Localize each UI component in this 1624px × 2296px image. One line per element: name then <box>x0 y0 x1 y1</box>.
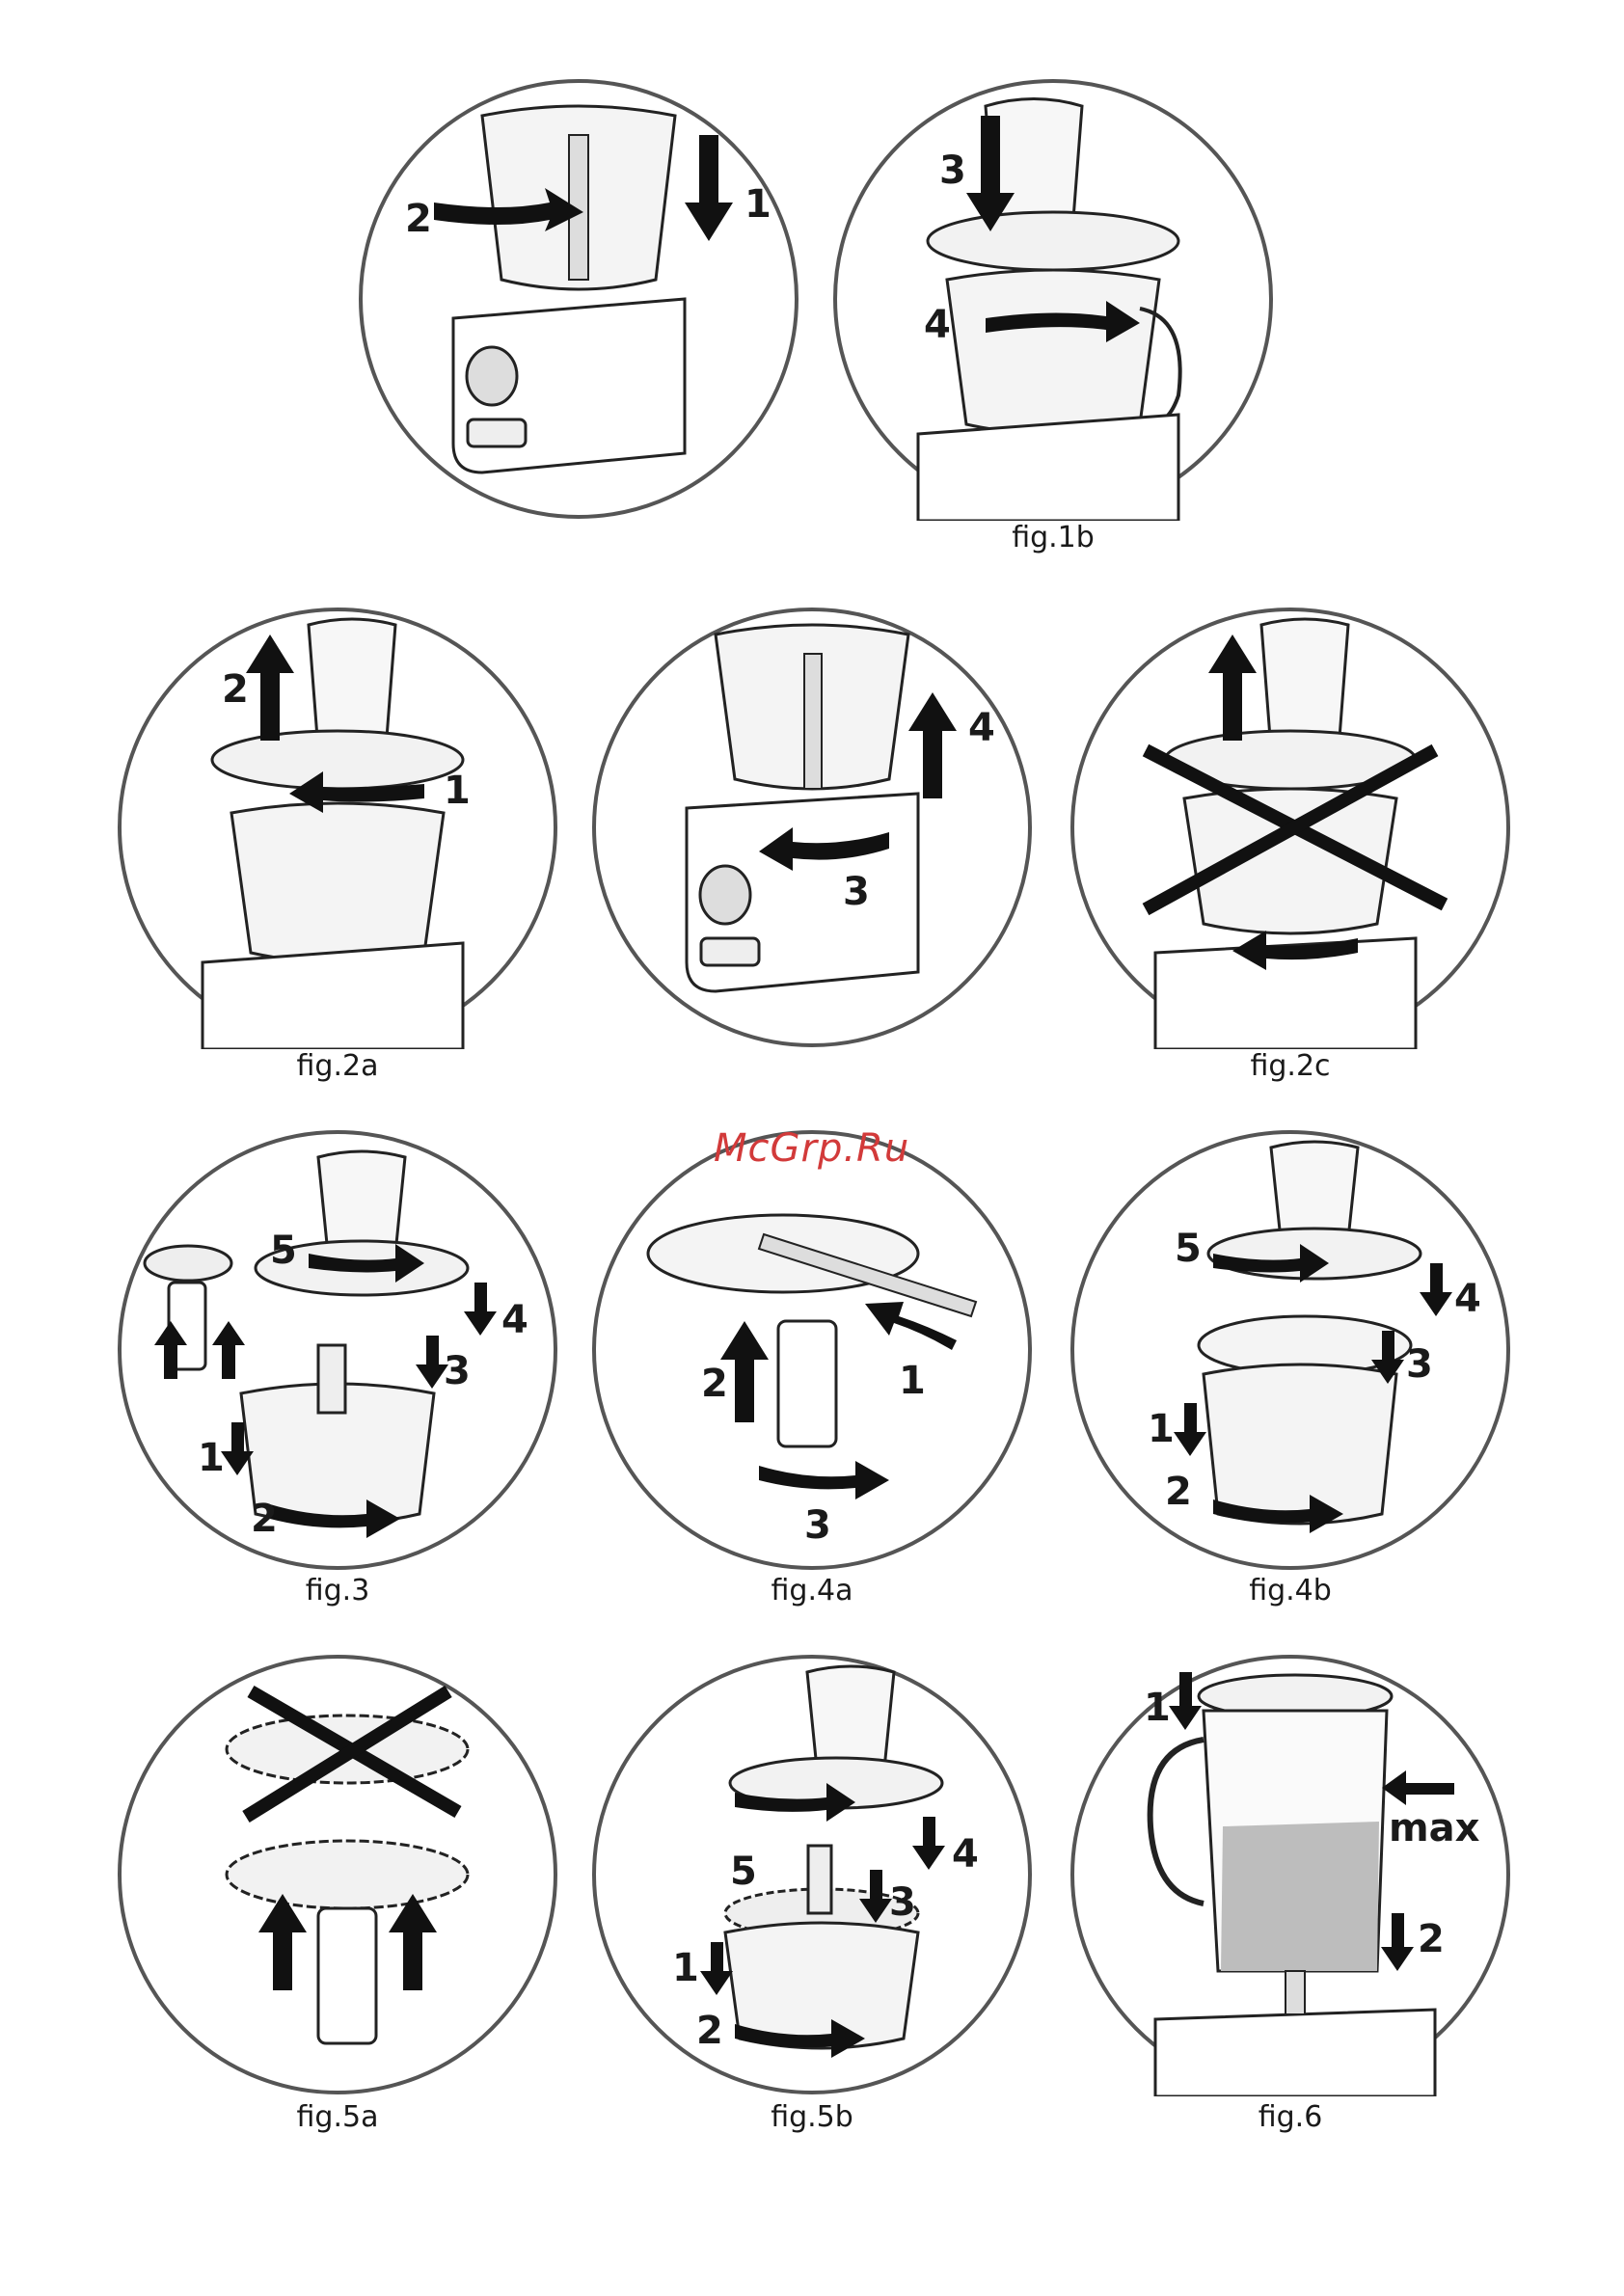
step-number: 1 <box>899 1359 926 1403</box>
step-number: 2 <box>222 667 249 712</box>
figure-1b-illustration: 3 4 <box>831 77 1275 521</box>
figure-2c <box>1069 606 1512 1049</box>
step-number: 3 <box>843 870 870 914</box>
figure-5a <box>116 1653 559 2096</box>
step-number: 1 <box>672 1946 699 1990</box>
step-number: 1 <box>744 182 771 227</box>
step-number: 2 <box>701 1362 728 1406</box>
figure-caption: fig.2a <box>193 1049 482 1083</box>
step-number: 4 <box>1454 1277 1481 1321</box>
step-number: 4 <box>924 303 951 347</box>
step-number: 4 <box>501 1298 528 1342</box>
figure-caption: fig.1b <box>908 521 1198 554</box>
step-number: 2 <box>251 1497 278 1541</box>
figure-caption: fig.4b <box>1146 1574 1435 1607</box>
step-number: 3 <box>1406 1342 1433 1387</box>
figure-4b: 5 4 3 1 2 <box>1069 1128 1512 1572</box>
step-number: 2 <box>696 2009 723 2053</box>
figure-2a-illustration: 2 1 <box>116 606 559 1049</box>
step-number: 3 <box>804 1503 831 1548</box>
figure-caption: fig.3 <box>193 1574 482 1607</box>
step-number: 5 <box>730 1850 757 1894</box>
figure-6: 1 2 max <box>1069 1653 1512 2096</box>
step-number: 3 <box>889 1880 916 1925</box>
max-label: max <box>1389 1806 1480 1850</box>
figure-1a: 1 2 <box>357 77 800 521</box>
figure-6-illustration: 1 2 max <box>1069 1653 1512 2096</box>
step-number: 5 <box>1175 1227 1202 1271</box>
step-number: 2 <box>1165 1470 1192 1514</box>
step-number: 4 <box>952 1832 979 1877</box>
step-number: 4 <box>968 706 995 750</box>
figure-caption: fig.4a <box>667 1574 957 1607</box>
step-number: 3 <box>939 149 966 193</box>
figure-2a: 2 1 <box>116 606 559 1049</box>
figure-2b: 4 3 <box>590 606 1034 1049</box>
figure-5a-illustration <box>116 1653 559 2096</box>
figure-3-illustration: 5 4 3 1 2 <box>116 1128 559 1572</box>
figure-2b-illustration: 4 3 <box>590 606 1034 1049</box>
figure-1a-illustration: 1 2 <box>357 77 800 521</box>
figure-1b: 3 4 <box>831 77 1275 521</box>
step-number: 5 <box>270 1229 297 1273</box>
step-number: 2 <box>405 197 432 241</box>
watermark: McGrp.Ru <box>714 1126 909 1171</box>
figure-4b-illustration: 5 4 3 1 2 <box>1069 1128 1512 1572</box>
step-number: 3 <box>444 1349 471 1393</box>
figure-4a: 2 1 3 <box>590 1128 1034 1572</box>
figure-caption: fig.5b <box>667 2100 957 2134</box>
figure-4a-illustration: 2 1 3 <box>590 1128 1034 1572</box>
step-number: 1 <box>1144 1686 1171 1730</box>
step-number: 2 <box>1418 1917 1445 1961</box>
figure-5b: 4 3 5 1 2 <box>590 1653 1034 2096</box>
figure-caption: fig.6 <box>1146 2100 1435 2134</box>
step-number: 1 <box>1148 1407 1175 1451</box>
figure-5b-illustration: 4 3 5 1 2 <box>590 1653 1034 2096</box>
figure-caption: fig.5a <box>193 2100 482 2134</box>
step-number: 1 <box>198 1436 225 1480</box>
step-number: 1 <box>444 769 471 813</box>
figure-2c-illustration <box>1069 606 1512 1049</box>
figure-3: 5 4 3 1 2 <box>116 1128 559 1572</box>
figure-caption: fig.2c <box>1146 1049 1435 1083</box>
